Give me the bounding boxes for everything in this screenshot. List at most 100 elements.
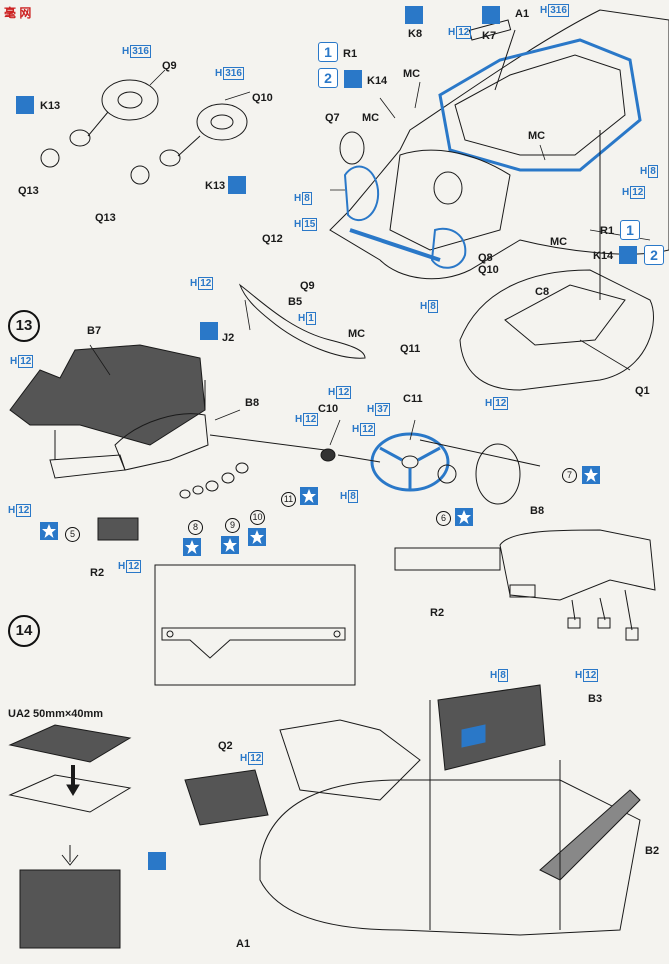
- part-label-q7: Q7: [325, 112, 340, 124]
- part-label-b2: B2: [645, 845, 660, 857]
- part-label-k14: K14: [367, 75, 388, 87]
- decal-icon: [228, 176, 246, 194]
- part-label-q11: Q11: [400, 343, 421, 355]
- part-label-c11: C11: [403, 393, 423, 405]
- car-body-top-drawing: [329, 9, 669, 300]
- part-label-a1: A1: [515, 8, 530, 20]
- part-label-b7: B7: [87, 325, 102, 337]
- part-label-r2: R2: [90, 567, 105, 579]
- template-box-drawing: [154, 564, 356, 686]
- part-label-k8: K8: [408, 28, 423, 40]
- part-label-b3: B3: [588, 693, 603, 705]
- part-label-k13: K13: [205, 180, 226, 192]
- gauge-lens-drawings: [179, 462, 249, 499]
- step-one-icon: 1: [620, 220, 640, 240]
- step-14-badge: 14: [8, 615, 40, 647]
- part-label-q13: Q13: [18, 185, 39, 197]
- step-two-icon: 2: [318, 68, 338, 88]
- part-label-mc: MC: [348, 328, 366, 340]
- step-two-icon: 2: [644, 245, 664, 265]
- part-label-q1: Q1: [635, 385, 650, 397]
- light-housing-drawings: [40, 79, 463, 205]
- part-label-b8: B8: [245, 397, 260, 409]
- part-label-b8: B8: [530, 505, 545, 517]
- callout-circle-11: 11: [281, 492, 296, 507]
- callout-circle-6: 6: [436, 511, 451, 526]
- callout-circle-8: 8: [188, 520, 203, 535]
- part-label-q10: Q10: [252, 92, 273, 104]
- part-label-r1: R1: [600, 225, 615, 237]
- part-label-k14: K14: [593, 250, 614, 262]
- part-label-q2: Q2: [218, 740, 233, 752]
- decal-icon: [482, 6, 500, 24]
- star-icon: [582, 466, 600, 484]
- part-label-ua2: UA2 50mm×40mm: [8, 708, 104, 720]
- part-label-b5: B5: [288, 296, 303, 308]
- step-13-badge: 13: [8, 310, 40, 342]
- decal-icon: [619, 246, 637, 264]
- chassis-drawing: [184, 684, 641, 936]
- callout-circle-5: 5: [65, 527, 80, 542]
- part-label-k13: K13: [40, 100, 61, 112]
- decal-icon: [148, 852, 166, 870]
- callout-circle-7: 7: [562, 468, 577, 483]
- part-label-c10: C10: [318, 403, 339, 415]
- part-label-q13: Q13: [95, 212, 116, 224]
- part-label-j2: J2: [222, 332, 235, 344]
- star-icon: [248, 528, 266, 546]
- part-label-mc: MC: [528, 130, 546, 142]
- callout-circle-9: 9: [225, 518, 240, 533]
- star-icon: [455, 508, 473, 526]
- part-label-mc: MC: [403, 68, 421, 80]
- trunk-lid-drawing: [459, 269, 654, 391]
- star-icon: [40, 522, 58, 540]
- part-label-q12: Q12: [262, 233, 283, 245]
- part-label-q9: Q9: [162, 60, 177, 72]
- decal-icon: [16, 96, 34, 114]
- part-label-r1: R1: [343, 48, 358, 60]
- part-label-q10: Q10: [478, 264, 499, 276]
- dash-detail-drawing: [394, 529, 656, 641]
- part-label-k7: K7: [482, 30, 497, 42]
- part-label-q9: Q9: [300, 280, 315, 292]
- decal-icon: [344, 70, 362, 88]
- bumper-drawing: [238, 283, 366, 359]
- star-icon: [221, 536, 239, 554]
- step-one-icon: 1: [318, 42, 338, 62]
- star-icon: [183, 538, 201, 556]
- decal-icon: [405, 6, 423, 24]
- part-label-c8: C8: [535, 286, 550, 298]
- watermark-logo: 毫 网: [4, 6, 32, 20]
- mesh-drawing: [8, 724, 132, 949]
- callout-circle-10: 10: [250, 510, 265, 525]
- steering-wheel-drawing: [209, 432, 541, 505]
- part-label-mc: MC: [550, 236, 568, 248]
- dashboard-drawing: [9, 344, 209, 541]
- part-label-q8: Q8: [478, 252, 493, 264]
- part-label-r2: R2: [430, 607, 445, 619]
